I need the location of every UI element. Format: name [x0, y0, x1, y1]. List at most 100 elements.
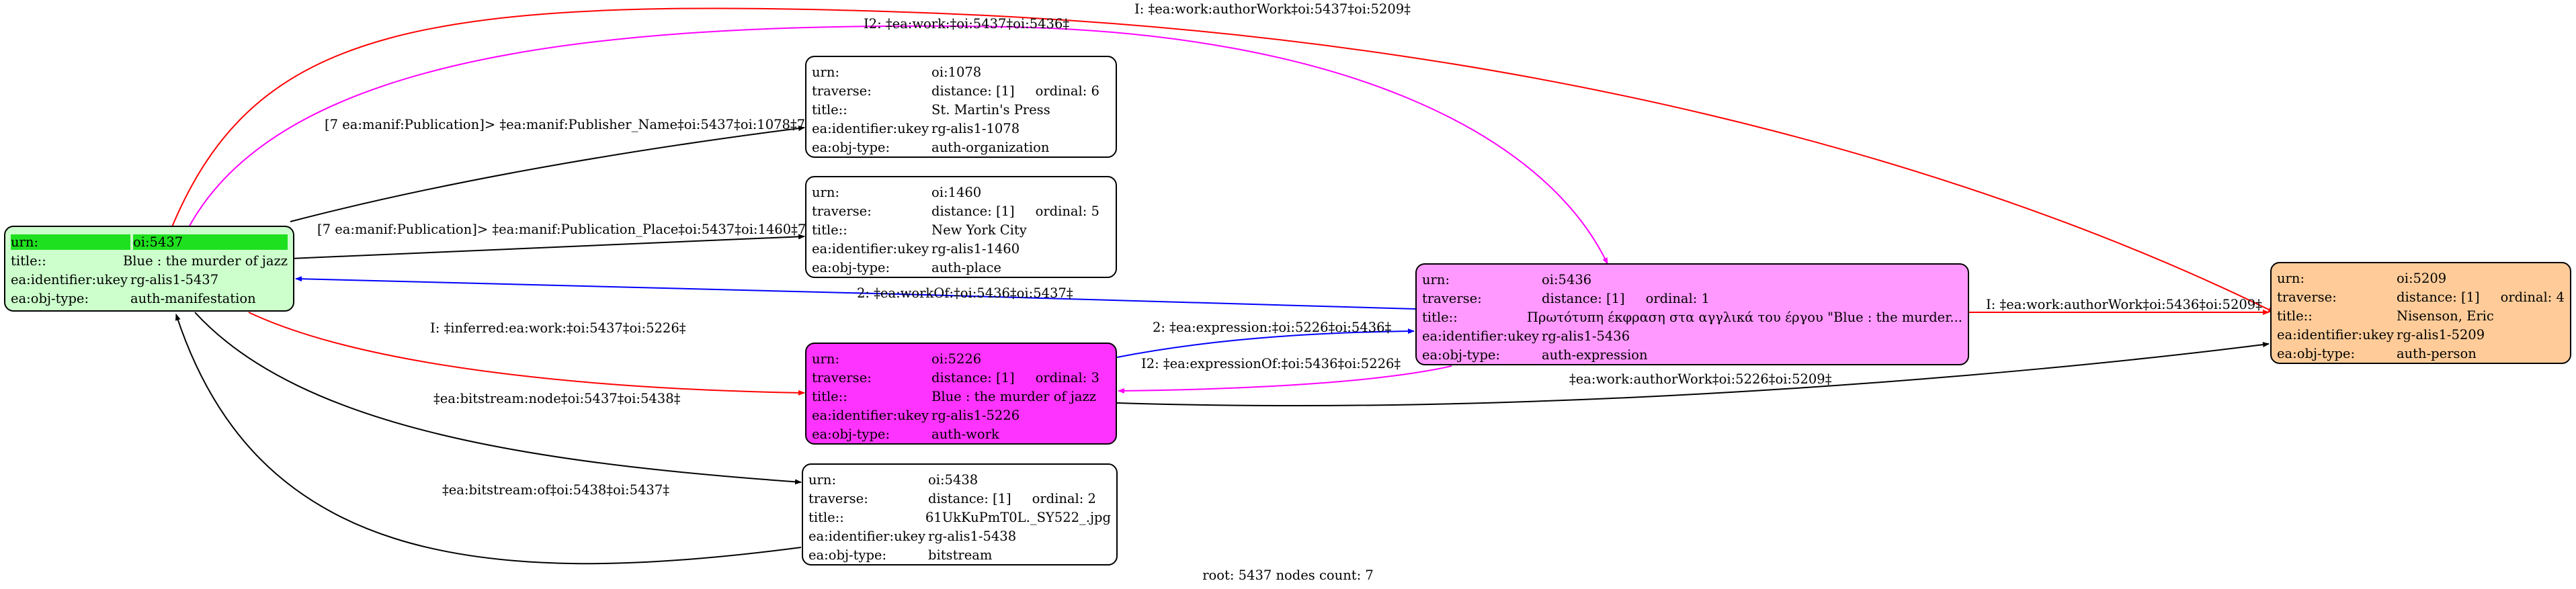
row-value: rg-alis1-5436 — [1542, 328, 1630, 344]
node-row: ea:obj-type:auth-person — [2277, 344, 2565, 363]
node-row: title::Πρωτότυπη έκφραση στα αγγλικά του… — [1422, 308, 1962, 326]
node-row: urn:oi:1460 — [812, 183, 1110, 201]
node-row: urn:oi:1078 — [812, 62, 1110, 81]
edge-e11 — [194, 312, 802, 485]
row-value: auth-place — [931, 259, 1001, 275]
node-row: traverse: distance: [1] ordinal: 3 — [812, 368, 1110, 387]
node-row: title::New York City — [812, 220, 1110, 239]
row-value: rg-alis1-5209 — [2397, 326, 2485, 343]
node-row: ea:obj-type: bitstream — [808, 545, 1111, 564]
edge-label-e7: I: ‡inferred:ea:work:‡oi:5437‡oi:5226‡ — [430, 320, 686, 336]
row-value: rg-alis1-5226 — [931, 407, 1020, 423]
node-row: title::Blue : the murder of jazz — [11, 251, 288, 270]
row-key: ea:identifier:ukey — [812, 240, 929, 257]
edge-e3 — [290, 126, 805, 222]
row-key: ea:obj-type: — [812, 139, 890, 155]
node-oi-1460[interactable]: urn:oi:1460 traverse: distance: [1] ordin… — [805, 176, 1117, 278]
edge-e8 — [1116, 328, 1415, 358]
edge-label-e8: 2: ‡ea:expression:‡oi:5226‡oi:5436‡ — [1153, 320, 1392, 335]
row-key: title:: — [1422, 309, 1458, 325]
graph-footer: root: 5437 nodes count: 7 — [1202, 568, 1374, 583]
row-value: distance: [1] ordinal: 4 — [2397, 289, 2565, 305]
row-value: distance: [1] ordinal: 3 — [931, 369, 1099, 386]
edge-label-e10: ‡ea:work:authorWork‡oi:5226‡oi:5209‡ — [1569, 371, 1832, 387]
row-value: oi:5438 — [928, 471, 979, 488]
node-row: title::61UkKuPmT0L._SY522_.jpg — [808, 508, 1111, 527]
edge-label-e1: I: ‡ea:work:authorWork‡oi:5437‡oi:5209‡ — [1134, 1, 1411, 17]
row-key: title:: — [11, 253, 46, 269]
node-oi-5438[interactable]: urn:oi:5438 traverse: distance: [1] ordin… — [802, 463, 1118, 565]
row-value: St. Martin's Press — [931, 101, 1050, 118]
row-value: auth-organization — [931, 139, 1050, 155]
row-value: distance: [1] ordinal: 1 — [1542, 290, 1710, 306]
row-value: Blue : the murder of jazz — [122, 253, 288, 269]
row-key: traverse: — [2277, 289, 2337, 305]
row-value: oi:5226 — [931, 351, 982, 367]
row-key: traverse: — [808, 490, 868, 506]
row-value: Nisenson, Eric — [2397, 308, 2494, 324]
row-value: bitstream — [928, 547, 993, 563]
node-row: traverse: distance: [1] ordinal: 2 — [808, 489, 1111, 508]
node-oi-5437[interactable]: urn:oi:5437 title::Blue : the murder of … — [4, 226, 294, 312]
edge-label-e6: I: ‡ea:work:authorWork‡oi:5436‡oi:5209‡ — [1986, 297, 2262, 312]
node-oi-5436[interactable]: urn:oi:5436 traverse: distance: [1] ordin… — [1415, 263, 1969, 365]
row-key: title:: — [812, 388, 847, 404]
row-value: Blue : the murder of jazz — [931, 388, 1097, 404]
edge-label-e2: I2: ‡ea:work:‡oi:5437‡oi:5436‡ — [864, 16, 1070, 32]
node-row: urn:oi:5438 — [808, 470, 1111, 489]
row-key: title:: — [808, 509, 844, 525]
row-key: ea:obj-type: — [808, 547, 887, 563]
node-oi-5209[interactable]: urn:oi:5209 traverse:distance: [1] ordin… — [2270, 262, 2571, 364]
row-value: auth-manifestation — [130, 290, 256, 306]
row-key: ea:identifier:ukey — [812, 120, 929, 136]
edge-e5 — [295, 276, 1416, 310]
row-value: 61UkKuPmT0L._SY522_.jpg — [925, 509, 1111, 525]
edge-e7 — [248, 312, 805, 396]
row-key: traverse: — [812, 203, 872, 219]
node-oi-1078[interactable]: urn:oi:1078 traverse: distance: [1] ordin… — [805, 56, 1117, 158]
row-value: oi:1460 — [931, 184, 982, 200]
row-key: urn: — [812, 64, 840, 80]
node-row: ea:obj-type: auth-place — [812, 258, 1110, 277]
node-row: ea:obj-type: auth-organization — [812, 138, 1110, 156]
row-value: rg-alis1-5437 — [130, 271, 219, 287]
node-row: ea:obj-type: auth-manifestation — [11, 289, 288, 308]
node-row: traverse: distance: [1] ordinal: 5 — [812, 201, 1110, 220]
row-value: distance: [1] ordinal: 6 — [931, 83, 1099, 99]
row-key: ea:identifier:ukey — [812, 407, 929, 423]
edge-label-e3: [7 ea:manif:Publication]> ‡ea:manif:Publ… — [325, 117, 806, 132]
row-value: distance: [1] ordinal: 5 — [931, 203, 1099, 219]
row-value: rg-alis1-1460 — [931, 240, 1020, 257]
row-key: ea:obj-type: — [2277, 345, 2356, 361]
row-key: traverse: — [1422, 290, 1482, 306]
node-oi-5226[interactable]: urn:oi:5226 traverse:distance: [1] ordin… — [805, 343, 1117, 445]
edge-e2 — [188, 25, 1608, 265]
row-value: distance: [1] ordinal: 2 — [928, 490, 1096, 506]
row-key: title:: — [812, 222, 847, 238]
node-row: title::St. Martin's Press — [812, 100, 1110, 119]
node-row: traverse: distance: [1] ordinal: 1 — [1422, 289, 1962, 308]
row-key: ea:obj-type: — [812, 259, 890, 275]
row-value: New York City — [931, 222, 1027, 238]
edge-e4 — [290, 234, 805, 259]
edge-e9 — [1118, 365, 1452, 394]
row-key: ea:identifier:ukey — [808, 528, 925, 544]
row-key: ea:identifier:ukey — [1422, 328, 1539, 344]
edge-label-e5: 2: ‡ea:workOf:‡oi:5436‡oi:5437‡ — [857, 285, 1073, 301]
node-row: ea:obj-type:auth-work — [812, 424, 1110, 443]
node-row: urn:oi:5436 — [1422, 270, 1962, 289]
row-value: auth-expression — [1542, 347, 1648, 363]
edge-e10 — [1116, 342, 2270, 406]
row-key: traverse: — [812, 369, 872, 386]
row-key: traverse: — [812, 83, 872, 99]
row-key: ea:obj-type: — [11, 290, 89, 306]
row-value: rg-alis1-1078 — [931, 120, 1020, 136]
node-row: title::Blue : the murder of jazz — [812, 387, 1110, 406]
